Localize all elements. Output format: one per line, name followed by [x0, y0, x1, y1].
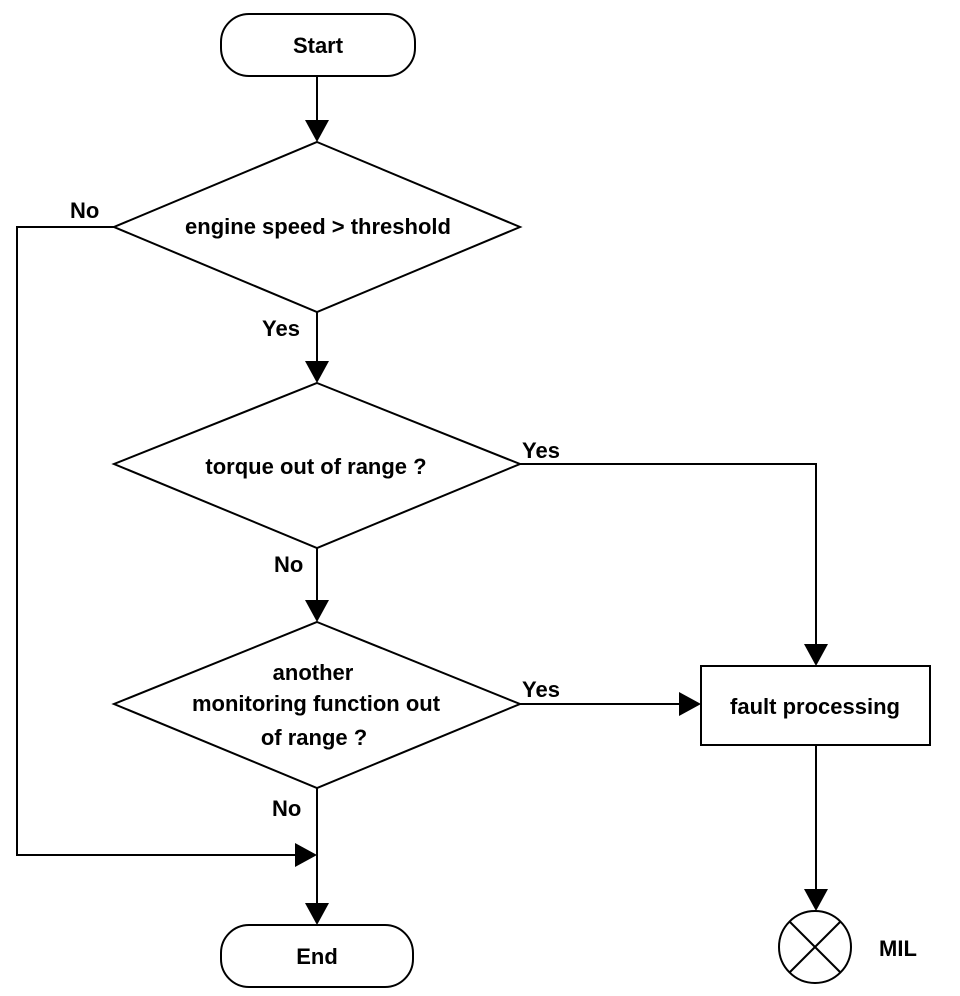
decision-monitoring-line-2: monitoring function out	[192, 691, 441, 716]
end-label: End	[296, 944, 338, 969]
process-fault-text: fault processing	[730, 694, 900, 719]
arrowhead-to-fault-from-left	[679, 692, 701, 716]
label-monitoring-yes: Yes	[522, 677, 560, 702]
label-engine-yes: Yes	[262, 316, 300, 341]
arrowhead-to-end	[305, 903, 329, 925]
mil-lamp-icon	[778, 910, 852, 984]
start-label: Start	[293, 33, 344, 58]
connector-torque-yes-to-fault	[520, 463, 817, 644]
process-fault-processing: fault processing	[700, 665, 931, 746]
decision-engine-speed: engine speed > threshold	[111, 140, 523, 314]
arrowhead-to-fault-from-top	[804, 644, 828, 666]
arrowhead-to-torque	[305, 361, 329, 383]
arrowhead-to-monitoring	[305, 600, 329, 622]
arrowhead-to-mil	[804, 889, 828, 911]
arrowhead-engine-no-merge	[295, 843, 317, 867]
end-terminal: End	[220, 924, 414, 988]
label-monitoring-no: No	[272, 796, 301, 821]
decision-engine-speed-text: engine speed > threshold	[185, 214, 451, 239]
connector-engine-no-to-end	[16, 226, 295, 856]
decision-monitoring-line-1: another	[273, 660, 354, 685]
decision-torque: torque out of range ?	[111, 381, 523, 550]
decision-monitoring: another monitoring function out of range…	[111, 620, 523, 790]
start-terminal: Start	[220, 13, 416, 77]
decision-monitoring-line-3: of range ?	[261, 725, 367, 750]
mil-label: MIL	[879, 936, 917, 961]
label-torque-no: No	[274, 552, 303, 577]
decision-torque-text: torque out of range ?	[205, 454, 426, 479]
label-torque-yes: Yes	[522, 438, 560, 463]
label-engine-no: No	[70, 198, 99, 223]
arrowhead-to-engine-speed	[305, 120, 329, 142]
